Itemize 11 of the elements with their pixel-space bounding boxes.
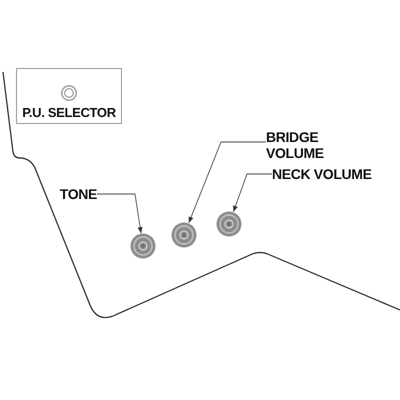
control-label: BRIDGE VOLUME bbox=[266, 129, 324, 161]
control-label: TONE bbox=[60, 186, 97, 202]
selector-panel bbox=[16, 68, 122, 124]
control-label: NECK VOLUME bbox=[272, 166, 372, 182]
knob-icon bbox=[216, 211, 242, 237]
knob-icon bbox=[171, 222, 197, 248]
selector-label: P.U. SELECTOR bbox=[22, 105, 116, 121]
leader-line bbox=[232, 174, 272, 212]
leader-line bbox=[96, 194, 143, 234]
leader-line bbox=[188, 142, 266, 224]
knob-icon bbox=[130, 233, 156, 259]
